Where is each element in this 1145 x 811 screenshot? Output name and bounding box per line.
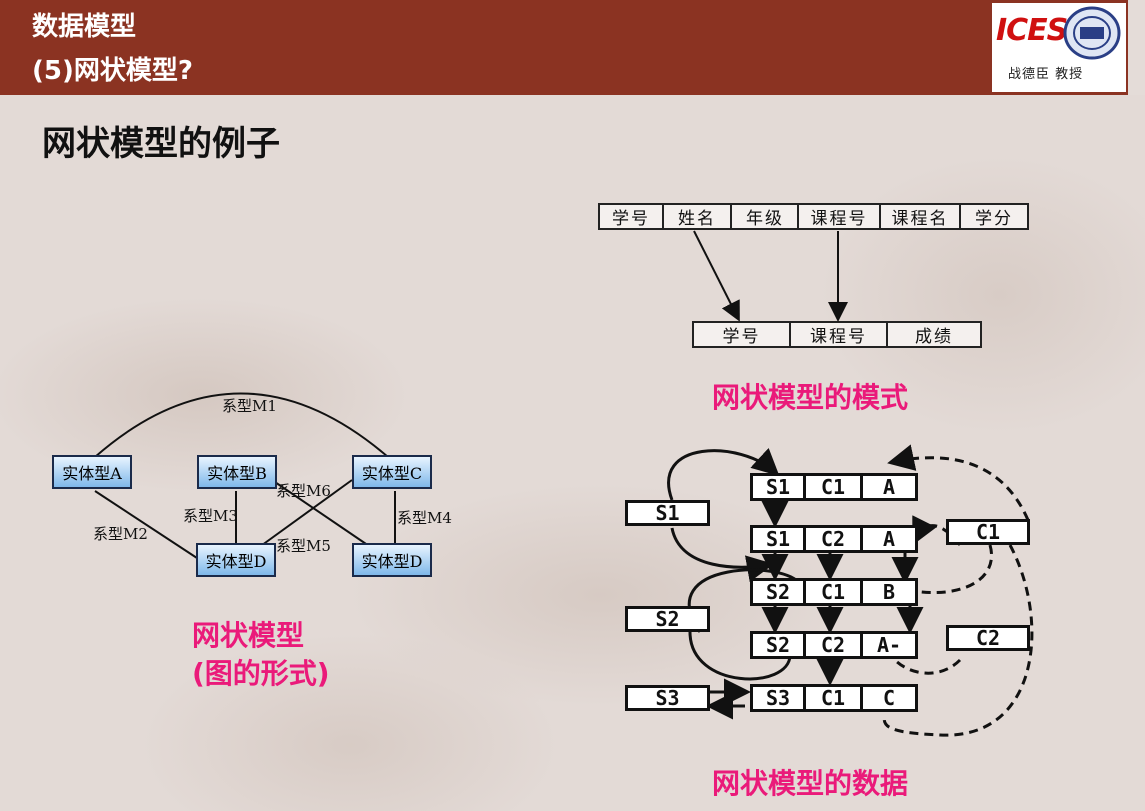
record-course-cell: C2 <box>806 527 863 551</box>
relation-m3: 系型M3 <box>183 507 238 525</box>
graph-caption-line1: 网状模型 <box>192 619 305 652</box>
graph-caption-line2: (图的形式) <box>192 657 330 690</box>
data-record-row: S3 C1 C <box>750 684 918 712</box>
student-node-s2: S2 <box>625 606 710 632</box>
record-course-cell: C1 <box>806 580 863 604</box>
logo-professor: 战德臣 教授 <box>1008 67 1084 82</box>
data-record-row: S1 C1 A <box>750 473 918 501</box>
header-title: 数据模型 <box>32 12 137 42</box>
record-course-cell: C2 <box>806 633 863 657</box>
relation-m1: 系型M1 <box>222 397 277 415</box>
record-grade-cell: A- <box>876 633 902 657</box>
data-record-row: S2 C2 A- <box>750 631 918 659</box>
record-grade-cell: B <box>882 580 896 604</box>
student-node-s1: S1 <box>625 500 710 526</box>
schema-course-field: 课程号 <box>799 205 881 229</box>
schema-caption: 网状模型的模式 <box>712 381 909 414</box>
relation-m5: 系型M5 <box>276 537 331 555</box>
entity-d-right: 实体型D <box>352 543 432 577</box>
slide-title: 网状模型的例子 <box>42 124 280 164</box>
schema-course-table: 课程号 课程名 学分 <box>797 203 1029 230</box>
schema-enroll-field: 学号 <box>694 323 791 347</box>
relation-m4: 系型M4 <box>397 509 452 527</box>
course-node-c2: C2 <box>946 625 1030 651</box>
data-record-row: S1 C2 A <box>750 525 918 553</box>
record-student-cell: S2 <box>753 580 807 604</box>
data-record-row: S2 C1 B <box>750 578 918 606</box>
record-course-cell: C1 <box>806 475 863 499</box>
record-grade-cell: C <box>882 686 896 710</box>
student-node-s3: S3 <box>625 685 710 711</box>
record-student-cell: S1 <box>753 527 807 551</box>
header-bar: 数据模型 (5)网状模型? ICES 战德臣 教授 <box>0 0 1128 95</box>
header-subtitle: (5)网状模型? <box>32 56 193 86</box>
schema-enroll-field: 成绩 <box>915 327 953 347</box>
schema-course-field: 课程名 <box>881 205 961 229</box>
schema-enroll-field: 课程号 <box>791 323 888 347</box>
entity-a: 实体型A <box>52 455 132 489</box>
course-node-c1: C1 <box>946 519 1030 545</box>
schema-course-field: 学分 <box>975 209 1013 229</box>
record-student-cell: S2 <box>753 633 807 657</box>
ices-logo: ICES 战德臣 教授 <box>992 3 1126 92</box>
record-grade-cell: A <box>882 475 896 499</box>
entity-c: 实体型C <box>352 455 432 489</box>
entity-b: 实体型B <box>197 455 277 489</box>
data-caption: 网状模型的数据 <box>712 767 909 800</box>
record-grade-cell: A <box>882 527 896 551</box>
entity-d-left: 实体型D <box>196 543 276 577</box>
record-course-cell: C1 <box>806 686 863 710</box>
schema-student-field: 学号 <box>600 205 664 229</box>
record-student-cell: S3 <box>753 686 807 710</box>
schema-student-table: 学号 姓名 年级 <box>598 203 800 230</box>
university-emblem-icon <box>1063 6 1121 60</box>
schema-student-field: 年级 <box>746 209 784 229</box>
schema-enroll-table: 学号 课程号 成绩 <box>692 321 982 348</box>
record-student-cell: S1 <box>753 475 807 499</box>
logo-brand: ICES <box>996 13 1068 48</box>
relation-m6: 系型M6 <box>276 482 331 500</box>
schema-student-field: 姓名 <box>664 205 732 229</box>
relation-m2: 系型M2 <box>93 525 148 543</box>
